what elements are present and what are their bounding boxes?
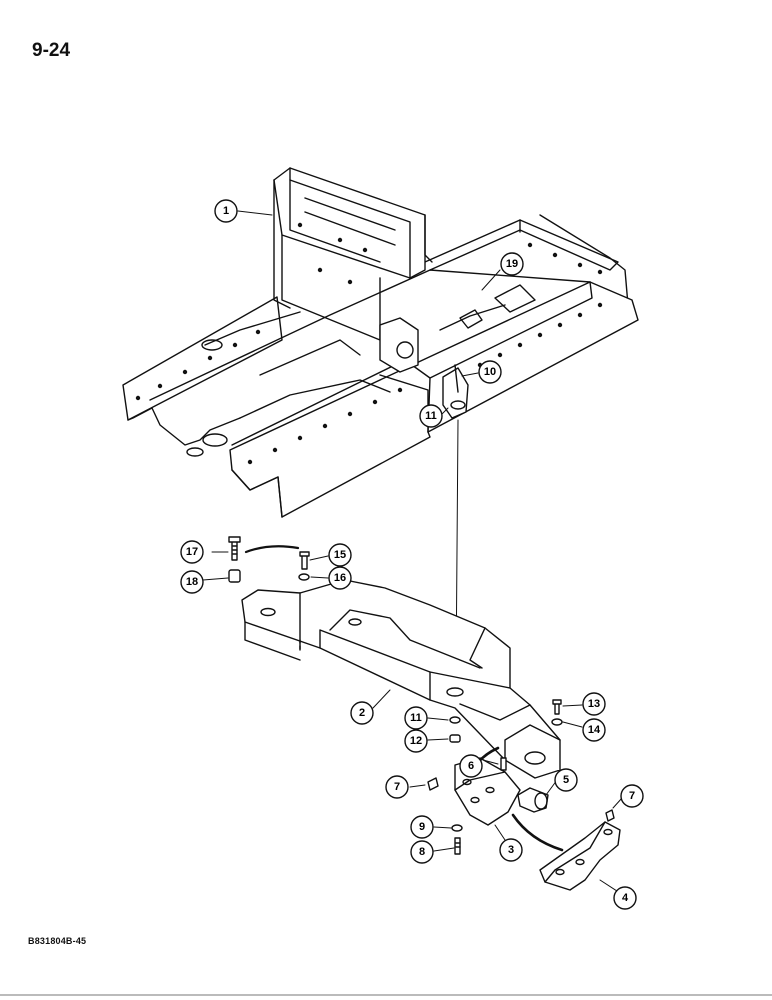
callout-6: 6 [459, 754, 483, 778]
callout-7-right: 7 [620, 784, 644, 808]
svg-text:5: 5 [563, 774, 569, 786]
indicator-curve-right [511, 813, 564, 852]
svg-text:15: 15 [334, 549, 346, 561]
callout-3: 3 [499, 838, 523, 862]
svg-text:3: 3 [508, 844, 514, 856]
svg-text:4: 4 [622, 892, 629, 904]
callouts: 1 19 10 11 17 15 18 16 2 13 14 11 12 6 5… [180, 199, 644, 910]
svg-text:10: 10 [484, 366, 496, 378]
callout-17: 17 [180, 540, 204, 564]
callout-11-lower: 11 [404, 706, 428, 730]
svg-text:8: 8 [419, 846, 425, 858]
svg-text:2: 2 [359, 707, 365, 719]
callout-11-upper: 11 [419, 404, 443, 428]
fastener-drawings [228, 536, 615, 855]
svg-text:7: 7 [629, 790, 635, 802]
indicator-curve-upper [244, 545, 300, 554]
callout-2: 2 [350, 701, 374, 725]
pivot-bracket-right-drawing [539, 821, 621, 891]
figure-code: B831804B-45 [28, 936, 87, 946]
svg-text:17: 17 [186, 546, 198, 558]
axle-support-drawing [241, 579, 561, 779]
callout-10: 10 [478, 360, 502, 384]
svg-text:12: 12 [410, 735, 422, 747]
callout-5: 5 [554, 768, 578, 792]
callout-8: 8 [410, 840, 434, 864]
callout-13: 13 [582, 692, 606, 716]
callout-7-left: 7 [385, 775, 409, 799]
callout-19: 19 [500, 252, 524, 276]
svg-text:14: 14 [588, 724, 601, 736]
callout-12: 12 [404, 729, 428, 753]
bottom-rule [0, 994, 772, 996]
bushing-drawing [517, 787, 549, 813]
svg-text:13: 13 [588, 698, 600, 710]
svg-text:1: 1 [223, 205, 229, 217]
callout-9: 9 [410, 815, 434, 839]
svg-text:19: 19 [506, 258, 518, 270]
callout-16: 16 [328, 566, 352, 590]
callout-1: 1 [214, 199, 238, 223]
svg-text:9: 9 [419, 821, 425, 833]
svg-text:6: 6 [468, 760, 474, 772]
callout-4: 4 [613, 886, 637, 910]
callout-15: 15 [328, 543, 352, 567]
svg-text:11: 11 [425, 410, 437, 422]
svg-text:7: 7 [394, 781, 400, 793]
page-number: 9-24 [32, 40, 71, 61]
callout-18: 18 [180, 570, 204, 594]
main-frame-drawing [122, 167, 639, 518]
svg-text:11: 11 [410, 712, 422, 724]
svg-text:18: 18 [186, 576, 198, 588]
callout-14: 14 [582, 718, 606, 742]
svg-text:16: 16 [334, 572, 346, 584]
